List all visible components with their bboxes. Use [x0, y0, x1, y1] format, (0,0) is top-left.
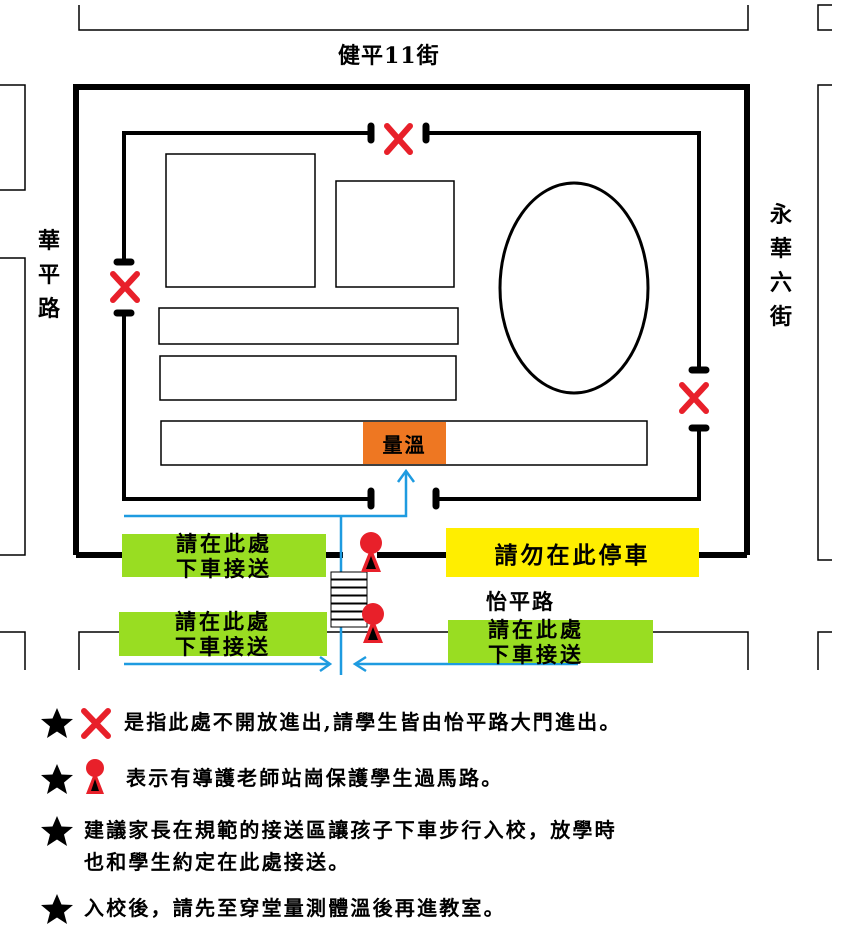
- crosswalk: [330, 571, 368, 628]
- dropoff-line1: 請在此處: [488, 616, 584, 642]
- dropoff-zone-1: 請在此處 下車接送: [122, 530, 326, 581]
- guard-pin-icon: [360, 532, 382, 572]
- street-left-label: 華 平 路: [35, 224, 63, 326]
- street-right-char: 六: [769, 270, 792, 296]
- legend-line: 建議家長在規範的接送區讓孩子下車步行入校，放學時: [84, 818, 617, 842]
- legend-item-dropoff: 建議家長在規範的接送區讓孩子下車步行入校，放學時 也和學生約定在此處接送。: [40, 814, 617, 878]
- no-parking-zone: 請勿在此停車: [446, 528, 699, 577]
- street-right-label: 永 華 六 街: [767, 198, 795, 334]
- legend-line: 也和學生約定在此處接送。: [84, 850, 351, 874]
- star-icon: [41, 708, 73, 738]
- surrounding-blocks: [0, 4, 832, 670]
- legend-item-closed: 是指此處不開放進出,請學生皆由怡平路大門進出。: [40, 706, 622, 740]
- street-right-char: 永: [769, 202, 792, 228]
- buildings: [158, 153, 648, 466]
- legend-text: 是指此處不開放進出,請學生皆由怡平路大門進出。: [124, 710, 622, 734]
- block-top-right: [817, 4, 832, 31]
- red-x-icon: [110, 271, 140, 303]
- dropoff-line2: 下車接送: [175, 634, 271, 659]
- sports-track: [498, 181, 650, 395]
- block-right: [817, 84, 832, 561]
- star-icon: [41, 816, 73, 846]
- street-left-char: 華: [37, 228, 60, 254]
- gate-posts: [113, 122, 710, 510]
- closed-gate-markers: [110, 123, 709, 414]
- block-bottom-right: [817, 631, 832, 670]
- street-left-char: 路: [37, 296, 60, 322]
- red-x-icon: [679, 382, 709, 414]
- block-top: [78, 5, 749, 31]
- street-right-char: 街: [769, 304, 792, 330]
- legend-item-guard: 表示有導護老師站崗保護學生過馬路。: [40, 759, 504, 798]
- block-bottom: [78, 631, 749, 670]
- star-icon: [41, 894, 73, 924]
- red-x-icon: [81, 708, 111, 739]
- guard-pin-icon: [362, 603, 384, 643]
- dropoff-zone-2: 請在此處 下車接送: [119, 609, 327, 659]
- building-2: [335, 180, 455, 288]
- temperature-station: 量溫: [363, 422, 446, 464]
- dropoff-line1: 請在此處: [176, 530, 272, 556]
- legend-text: 入校後，請先至穿堂量測體溫後再進教室。: [84, 896, 506, 920]
- dropoff-line2: 下車接送: [488, 641, 584, 667]
- building-3: [158, 307, 459, 345]
- legend-item-temperature: 入校後，請先至穿堂量測體溫後再進教室。: [40, 892, 506, 926]
- dropoff-line2: 下車接送: [176, 555, 272, 581]
- campus-map: [0, 4, 832, 675]
- dropoff-zone-3: 請在此處 下車接送: [448, 616, 653, 667]
- street-right-char: 華: [769, 236, 792, 262]
- dropoff-line1: 請在此處: [175, 609, 271, 634]
- inner-fence: [122, 131, 701, 501]
- star-icon: [41, 764, 73, 794]
- red-x-icon: [384, 123, 413, 155]
- outer-wall: [73, 84, 750, 558]
- block-bottom-left: [0, 631, 26, 670]
- street-left-char: 平: [37, 262, 60, 288]
- guard-pin-icon: [86, 759, 104, 794]
- block-left-upper: [0, 84, 26, 191]
- route-arrows: [124, 468, 578, 675]
- legend-text: 建議家長在規範的接送區讓孩子下車步行入校，放學時 也和學生約定在此處接送。: [84, 814, 617, 878]
- street-bottom-label: 怡平路: [486, 589, 555, 614]
- block-left-lower: [0, 257, 26, 556]
- legend-text: 表示有導護老師站崗保護學生過馬路。: [126, 766, 504, 790]
- street-top-label: 健平11街: [338, 43, 440, 69]
- building-4: [159, 355, 457, 401]
- building-1: [165, 153, 316, 288]
